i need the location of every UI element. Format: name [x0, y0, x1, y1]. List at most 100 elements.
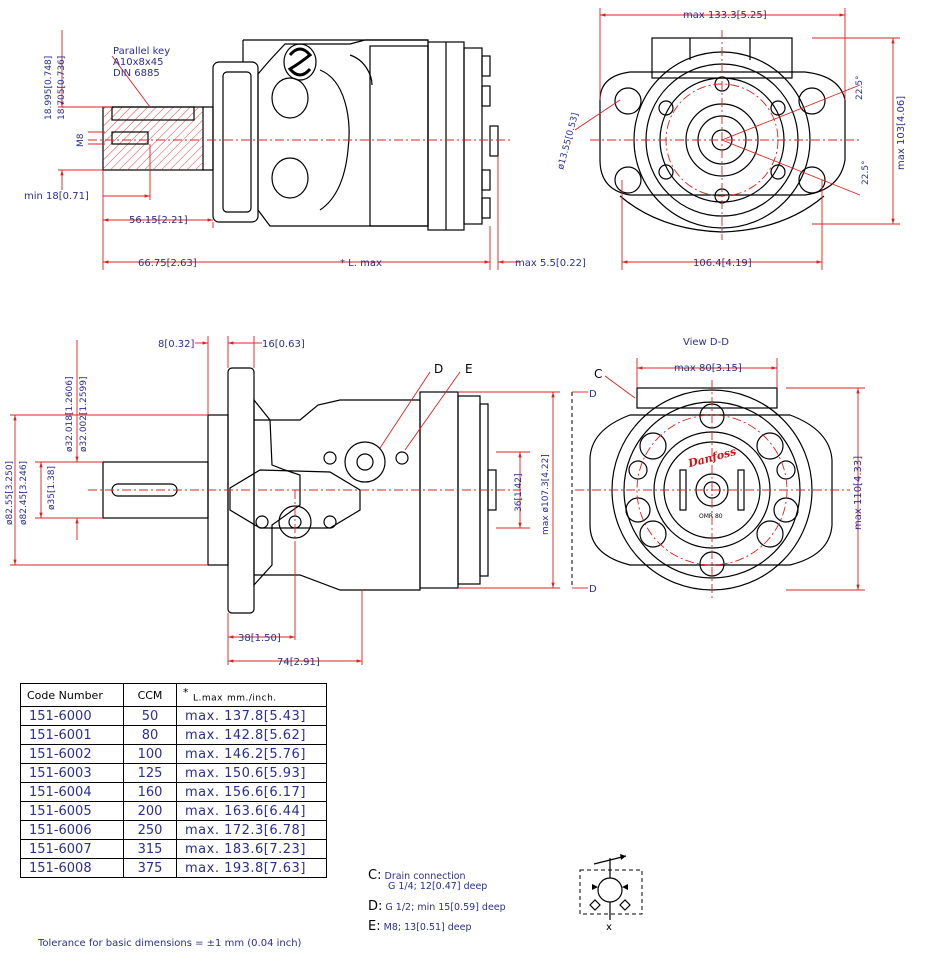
- hydraulic-motor-symbol: x: [579, 854, 643, 933]
- view-dd-title: View D-D: [683, 337, 729, 348]
- table-header-row: Code Number CCM * L.max mm./inch.: [20, 683, 327, 707]
- note-key: E:: [368, 919, 381, 934]
- bottom-side-view: 8[0.32] 16[0.63] ø32.018[1.2606] ø32.002…: [5, 336, 560, 668]
- dim-1064: 106.4[4.19]: [693, 258, 752, 269]
- dim-max55: max 5.5[0.22]: [515, 258, 586, 269]
- note-e: E: M8; 13[0.51] deep: [368, 919, 472, 934]
- cell-ccm: 375: [123, 858, 177, 878]
- note-text: G 1/2; min 15[0.59] deep: [385, 902, 506, 913]
- dim-lmax: * L. max: [340, 258, 382, 269]
- dim-6675: 66.75[2.63]: [138, 258, 197, 269]
- cell-lmax: max. 163.6[6.44]: [176, 801, 327, 821]
- code-number-table: Code Number CCM * L.max mm./inch. 151-60…: [20, 683, 327, 878]
- bottom-end-view: Danfoss OMR 80 View D-D C D D max 80[3.1…: [571, 337, 865, 600]
- note-d: D: G 1/2; min 15[0.59] deep: [368, 899, 506, 914]
- header-lmax-label: L.max: [193, 693, 223, 704]
- header-units: mm./inch.: [226, 693, 277, 704]
- tolerance-note: Tolerance for basic dimensions = ±1 mm (…: [38, 938, 302, 949]
- note-text: G 1/4; 12[0.47] deep: [388, 881, 488, 892]
- cell-lmax: max. 137.8[5.43]: [176, 706, 327, 726]
- note-c-detail: G 1/4; 12[0.47] deep: [388, 881, 487, 892]
- cell-code: 151-6005: [20, 801, 124, 821]
- label-d: D: [434, 362, 443, 376]
- cell-ccm: 100: [123, 744, 177, 764]
- dim-36: 36[1.42]: [514, 473, 524, 512]
- cell-code: 151-6006: [20, 820, 124, 840]
- note-key: D:: [368, 899, 383, 914]
- plate-text: OMR 80: [699, 513, 723, 520]
- section-d-top: D: [589, 389, 597, 400]
- header-ccm: CCM: [123, 683, 177, 707]
- dim-1073: max ø107.3[4.22]: [541, 454, 551, 535]
- cell-ccm: 160: [123, 782, 177, 802]
- dim-angle-1: 22.5°: [855, 75, 865, 100]
- cell-code: 151-6007: [20, 839, 124, 859]
- cell-code: 151-6008: [20, 858, 124, 878]
- dim-pilot-1: ø82.55[3.250]: [5, 461, 15, 525]
- cell-ccm: 80: [123, 725, 177, 745]
- cell-ccm: 200: [123, 801, 177, 821]
- dim-key-height-1: 18.995[0.748]: [44, 56, 54, 120]
- cell-ccm: 50: [123, 706, 177, 726]
- section-d-bottom: D: [589, 584, 597, 595]
- dim-16: 16[0.63]: [262, 339, 305, 350]
- dim-max103: max 103[4.06]: [896, 96, 907, 170]
- dim-key-height-2: 18.705[0.736]: [57, 56, 67, 120]
- note-text: Drain connection: [384, 871, 466, 882]
- cell-code: 151-6002: [20, 744, 124, 764]
- cell-code: 151-6001: [20, 725, 124, 745]
- key-label-3: DIN 6885: [113, 68, 160, 79]
- dim-35: ø35[1.38]: [47, 466, 57, 510]
- header-lmax: * L.max mm./inch.: [176, 683, 327, 707]
- label-e: E: [465, 362, 473, 376]
- cell-code: 151-6003: [20, 763, 124, 783]
- cell-lmax: max. 193.8[7.63]: [176, 858, 327, 878]
- dim-max80: max 80[3.15]: [674, 363, 742, 374]
- cell-ccm: 125: [123, 763, 177, 783]
- top-side-view: Parallel key A10x8x45 DIN 6885 18.995[0.…: [24, 30, 586, 270]
- cell-lmax: max. 146.2[5.76]: [176, 744, 327, 764]
- symbol-port-label: x: [606, 922, 612, 933]
- note-text: M8; 13[0.51] deep: [383, 922, 472, 933]
- key-label-2: A10x8x45: [113, 57, 164, 68]
- dim-shaft-2: ø32.002[1.2599]: [79, 376, 89, 452]
- cell-ccm: 315: [123, 839, 177, 859]
- dim-pilot-2: ø82.45[3.246]: [19, 461, 29, 525]
- dim-min18: min 18[0.71]: [24, 191, 89, 202]
- dim-38: 38[1.50]: [238, 633, 281, 644]
- dim-bolt-hole: ø13.55[0.53]: [556, 112, 581, 171]
- dim-max110: max 110[4.33]: [853, 456, 864, 530]
- dim-max1333: max 133.3[5.25]: [683, 10, 767, 21]
- header-star: *: [183, 686, 189, 700]
- dim-5615: 56.15[2.21]: [129, 215, 188, 226]
- cell-ccm: 250: [123, 820, 177, 840]
- cell-code: 151-6004: [20, 782, 124, 802]
- key-label-1: Parallel key: [113, 46, 170, 57]
- dim-74: 74[2.91]: [277, 657, 320, 668]
- cell-lmax: max. 183.6[7.23]: [176, 839, 327, 859]
- dim-shaft-1: ø32.018[1.2606]: [65, 376, 75, 452]
- dim-8: 8[0.32]: [158, 339, 195, 350]
- cell-code: 151-6000: [20, 706, 124, 726]
- top-end-view: max 133.3[5.25] ø13.55[0.53] 22.5° 22.5°…: [556, 8, 907, 270]
- cell-lmax: max. 172.3[6.78]: [176, 820, 327, 840]
- note-key: C:: [368, 868, 382, 883]
- cell-lmax: max. 142.8[5.62]: [176, 725, 327, 745]
- label-c: C: [594, 367, 602, 381]
- dim-thread: M8: [76, 133, 86, 147]
- dim-angle-2: 22.5°: [861, 160, 871, 185]
- header-code: Code Number: [20, 683, 124, 707]
- cell-lmax: max. 156.6[6.17]: [176, 782, 327, 802]
- note-c: C: Drain connection: [368, 868, 466, 883]
- cell-lmax: max. 150.6[5.93]: [176, 763, 327, 783]
